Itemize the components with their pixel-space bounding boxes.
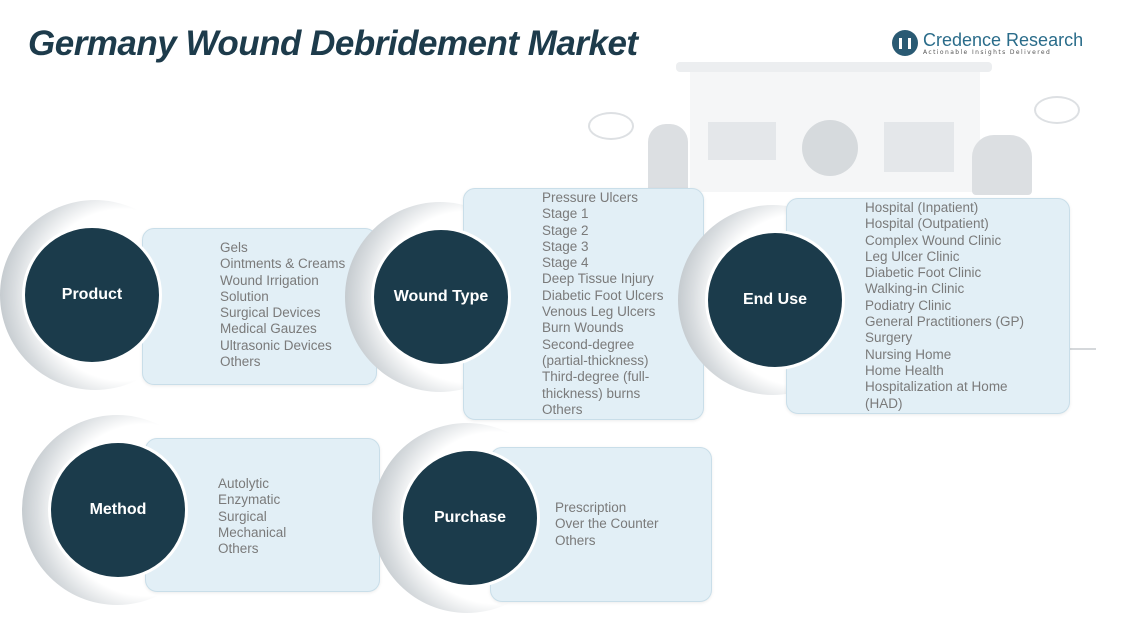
list-item: Surgical	[218, 508, 267, 524]
list-item: Walking-in Clinic	[865, 281, 965, 297]
list-item: Stage 2	[542, 222, 589, 238]
logo-chart-icon	[892, 30, 918, 56]
list-item: Others	[218, 541, 259, 557]
product-box	[142, 228, 377, 385]
list-item: Diabetic Foot Clinic	[865, 265, 982, 281]
list-item: Nursing Home	[865, 346, 952, 362]
product-list: Gels Ointments & Creams Wound Irrigation…	[220, 240, 345, 370]
list-item: Medical Gauzes	[220, 321, 317, 337]
list-item: Stage 4	[542, 255, 589, 271]
end-use-list: Hospital (Inpatient) Hospital (Outpatien…	[865, 200, 1024, 412]
list-item: Ultrasonic Devices	[220, 337, 332, 353]
list-item: Wound Irrigation	[220, 272, 319, 288]
wound-type-list: Pressure Ulcers Stage 1 Stage 2 Stage 3 …	[542, 190, 664, 418]
list-item: Pressure Ulcers	[542, 190, 639, 205]
list-item: Diabetic Foot Ulcers	[542, 287, 664, 303]
list-item: Hospital (Inpatient)	[865, 200, 979, 215]
list-item: Over the Counter	[555, 516, 659, 532]
list-item: Podiatry Clinic	[865, 297, 952, 313]
list-item: Mechanical	[218, 524, 287, 540]
list-item: Solution	[220, 288, 269, 304]
list-item: Others	[542, 401, 583, 417]
list-item: Leg Ulcer Clinic	[865, 248, 960, 264]
method-list: Autolytic Enzymatic Surgical Mechanical …	[218, 476, 286, 557]
list-item: Stage 3	[542, 238, 589, 254]
purchase-circle: Purchase	[400, 448, 540, 588]
list-item: Second-degree	[542, 336, 635, 352]
list-item: Burn Wounds	[542, 320, 624, 336]
method-circle: Method	[48, 440, 188, 580]
logo-tagline: Actionable Insights Delivered	[923, 48, 1052, 56]
list-item: Stage 1	[542, 206, 589, 222]
logo-name: Credence Research	[923, 29, 1084, 50]
list-item: Prescription	[555, 500, 627, 515]
purchase-list: Prescription Over the Counter Others	[555, 500, 659, 549]
product-circle: Product	[22, 225, 162, 365]
list-item: Deep Tissue Injury	[542, 271, 654, 287]
list-item: Home Health	[865, 362, 944, 378]
list-item: Surgery	[865, 330, 913, 346]
end-use-circle: End Use	[705, 230, 845, 370]
list-item: Third-degree (full-	[542, 369, 650, 385]
list-item: Gels	[220, 240, 248, 255]
list-item: Enzymatic	[218, 492, 281, 508]
list-item: Ointments & Creams	[220, 256, 346, 272]
list-item: Others	[220, 354, 261, 370]
list-item: Autolytic	[218, 476, 270, 491]
list-item: (HAD)	[865, 395, 903, 411]
list-item: Hospitalization at Home	[865, 379, 1008, 395]
list-item: thickness) burns	[542, 385, 641, 401]
list-item: Complex Wound Clinic	[865, 232, 1002, 248]
list-item: Others	[555, 532, 596, 548]
list-item: General Practitioners (GP)	[865, 314, 1025, 330]
list-item: (partial-thickness)	[542, 352, 649, 368]
list-item: Hospital (Outpatient)	[865, 216, 989, 232]
page-title: Germany Wound Debridement Market	[28, 24, 638, 63]
list-item: Surgical Devices	[220, 305, 321, 321]
logo: Credence Research Actionable Insights De…	[892, 30, 1083, 56]
list-item: Venous Leg Ulcers	[542, 304, 656, 320]
wound-type-circle: Wound Type	[371, 227, 511, 367]
